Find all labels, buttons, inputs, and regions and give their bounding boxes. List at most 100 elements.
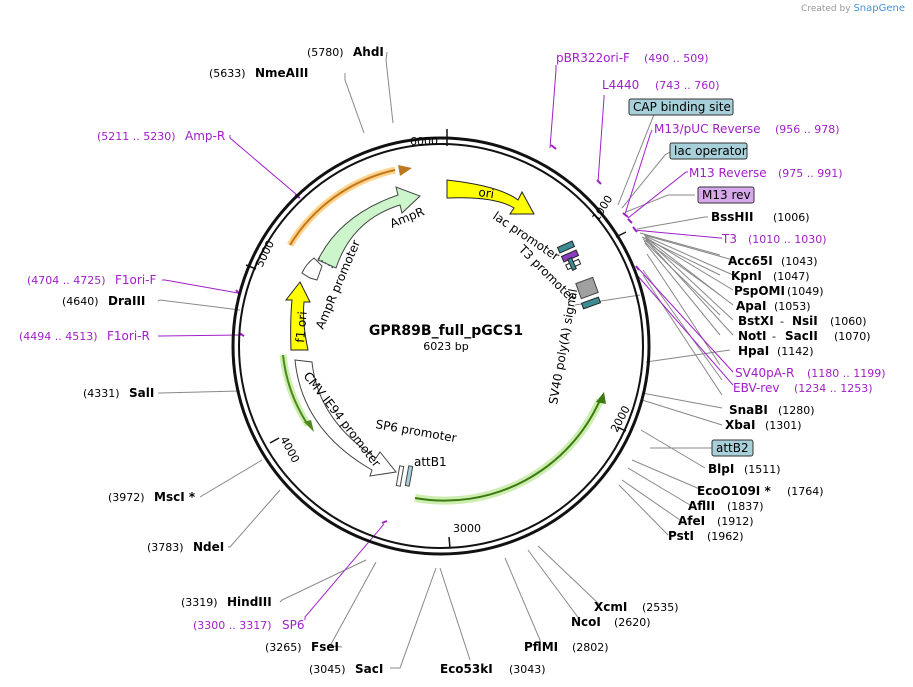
enzyme-pos-pspomi: (1049) xyxy=(787,285,824,298)
enzyme-pos-bsshii: (1006) xyxy=(773,211,810,224)
primer-name-sp6[interactable]: SP6 xyxy=(282,618,305,632)
primer-name-sv40pa-r[interactable]: SV40pA-R xyxy=(735,366,794,380)
enzyme-pos-msci: (3972) xyxy=(108,491,145,504)
enzyme-name-nsii[interactable]: NsiI xyxy=(792,314,818,328)
green-arc-bottom xyxy=(414,399,601,502)
primer-pos-amp-r: (5211 .. 5230) xyxy=(97,130,176,143)
enzyme-name-draiii[interactable]: DraIII xyxy=(108,294,145,308)
enzyme-pos-kpni: (1047) xyxy=(773,270,810,283)
box-lac-operator[interactable] xyxy=(669,142,748,160)
enzyme-pos-psti: (1962) xyxy=(707,530,744,543)
primer-name-f1ori-f[interactable]: F1ori-F xyxy=(115,273,156,287)
enzyme-pos-bstxi: (1060) xyxy=(830,315,867,328)
primer-name-t3[interactable]: T3 xyxy=(721,232,737,246)
box-m13-rev[interactable] xyxy=(697,186,755,204)
primer-name-pbr322ori-f[interactable]: pBR322ori-F xyxy=(556,51,630,65)
feature-sp6-promoter[interactable] xyxy=(395,465,405,487)
enzyme-name-apai[interactable]: ApaI xyxy=(736,299,766,313)
primer-name-m13-reverse[interactable]: M13 Reverse xyxy=(689,166,767,180)
enzyme-name-blpi[interactable]: BlpI xyxy=(708,462,734,476)
box-attb2[interactable] xyxy=(711,439,754,457)
primer-name-amp-r[interactable]: Amp-R xyxy=(185,129,225,143)
enzyme-name-hindiii[interactable]: HindIII xyxy=(227,595,272,609)
box-label-cap-binding-site: CAP binding site xyxy=(633,100,731,114)
tick-marks xyxy=(245,129,627,549)
enzyme-name-eco53ki[interactable]: Eco53kI xyxy=(440,662,493,676)
primer-name-m13-puc-reverse[interactable]: M13/pUC Reverse xyxy=(654,122,761,136)
enzyme-name-ndei[interactable]: NdeI xyxy=(193,540,224,554)
enzyme-pos-ahdi: (5780) xyxy=(307,46,344,59)
feature-cmv-promoter[interactable] xyxy=(294,359,397,477)
enzyme-name-saci[interactable]: SacI xyxy=(355,662,383,676)
green-arc-bottom-head xyxy=(596,392,606,404)
tick-label-3000: 3000 xyxy=(453,522,481,535)
feature-label-sv40-polya: SV40 poly(A) signal xyxy=(546,288,580,406)
green-arc-left xyxy=(282,354,309,426)
enzyme-labels: (5780) AhdI (5633) NmeAIII (4640) DraIII… xyxy=(62,45,871,676)
primer-pos-pbr322ori-f: (490 .. 509) xyxy=(644,52,709,65)
enzyme-name-psti[interactable]: PstI xyxy=(668,529,694,543)
primer-pos-f1ori-r: (4494 .. 4513) xyxy=(19,330,98,343)
enzyme-pos-draiii: (4640) xyxy=(62,295,99,308)
enzyme-name-fsei[interactable]: FseI xyxy=(311,640,339,654)
enzyme-name-noti[interactable]: NotI xyxy=(738,329,767,343)
enzyme-name-ahdi[interactable]: AhdI xyxy=(353,45,384,59)
feature-label-cmv-promoter: CMV IE94 promoter xyxy=(301,369,384,470)
orange-arc xyxy=(289,169,396,246)
tick-label-1000: 1000 xyxy=(590,193,616,224)
feature-sv40-small[interactable] xyxy=(580,296,602,310)
primer-labels: pBR322ori-F (490 .. 509) L4440 (743 .. 7… xyxy=(19,51,886,632)
enzyme-pos-snabi: (1280) xyxy=(778,404,815,417)
enzyme-name-eco0109i[interactable]: EcoO109I * xyxy=(697,484,771,498)
feature-sv40-polya[interactable] xyxy=(575,276,599,300)
box-cap-binding-site[interactable] xyxy=(628,98,734,116)
primer-pos-sp6: (3300 .. 3317) xyxy=(193,619,272,632)
enzyme-name-xcmi[interactable]: XcmI xyxy=(594,600,627,614)
credit: Created by SnapGene xyxy=(801,3,905,14)
backbone-inner xyxy=(238,143,644,549)
enzyme-name-xbai[interactable]: XbaI xyxy=(725,418,755,432)
enzyme-pos-eco0109i: (1764) xyxy=(787,485,824,498)
primer-pos-t3: (1010 .. 1030) xyxy=(748,233,827,246)
box-label-attb2: attB2 xyxy=(716,441,749,455)
enzyme-name-snabi[interactable]: SnaBI xyxy=(729,403,768,417)
enzyme-name-nmeaiii[interactable]: NmeAIII xyxy=(255,66,308,80)
enzyme-name-bstxi[interactable]: BstXI xyxy=(738,314,774,328)
feature-attb1[interactable] xyxy=(404,465,414,487)
primer-name-l4440[interactable]: L4440 xyxy=(602,78,639,92)
enzyme-name-bsshii[interactable]: BssHII xyxy=(711,210,753,224)
primer-pos-f1ori-f: (4704 .. 4725) xyxy=(27,274,106,287)
feature-f1-ori[interactable] xyxy=(284,281,311,351)
enzyme-name-msci[interactable]: MscI * xyxy=(154,490,196,504)
primer-pos-ebv-rev: (1234 .. 1253) xyxy=(794,382,873,395)
primer-name-f1ori-r[interactable]: F1ori-R xyxy=(107,329,150,343)
tick-label-5000: 5000 xyxy=(253,238,277,269)
enzyme-name-afei[interactable]: AfeI xyxy=(678,514,705,528)
enzyme-name-kpni[interactable]: KpnI xyxy=(731,269,762,283)
feature-label-f1-ori: f1 ori xyxy=(293,311,310,343)
enzyme-pos-noti: (1070) xyxy=(834,330,871,343)
enzyme-pos-saci: (3045) xyxy=(309,663,346,676)
lac-cluster[interactable] xyxy=(556,240,582,271)
enzyme-name-pspomi[interactable]: PspOMI xyxy=(734,284,785,298)
enzyme-pos-aflii: (1837) xyxy=(727,500,764,513)
feature-label-sp6-promoter: SP6 promoter xyxy=(374,417,457,445)
feature-ampr-promoter[interactable] xyxy=(301,257,323,281)
feature-ampr[interactable] xyxy=(317,186,421,269)
enzyme-name-sali[interactable]: SalI xyxy=(129,386,154,400)
enzyme-pos-apai: (1053) xyxy=(774,300,811,313)
enzyme-name-acc65i[interactable]: Acc65I xyxy=(728,254,773,268)
enzyme-name-sacii[interactable]: SacII xyxy=(785,329,818,343)
primer-name-ebv-rev[interactable]: EBV-rev xyxy=(733,381,779,395)
enzyme-name-hpai[interactable]: HpaI xyxy=(738,344,769,358)
primer-leader-lines xyxy=(158,65,734,620)
enzyme-name-pflmi[interactable]: PflMI xyxy=(524,640,558,654)
feature-ori[interactable] xyxy=(446,179,535,215)
box-label-lac-operator: lac operator xyxy=(674,144,747,158)
enzyme-name-aflii[interactable]: AflII xyxy=(688,499,715,513)
enzyme-name-ncoi[interactable]: NcoI xyxy=(571,615,601,629)
primer-pos-m13-reverse: (975 .. 991) xyxy=(778,167,843,180)
svg-text:-: - xyxy=(772,330,776,343)
green-arc-left-head xyxy=(304,420,314,432)
